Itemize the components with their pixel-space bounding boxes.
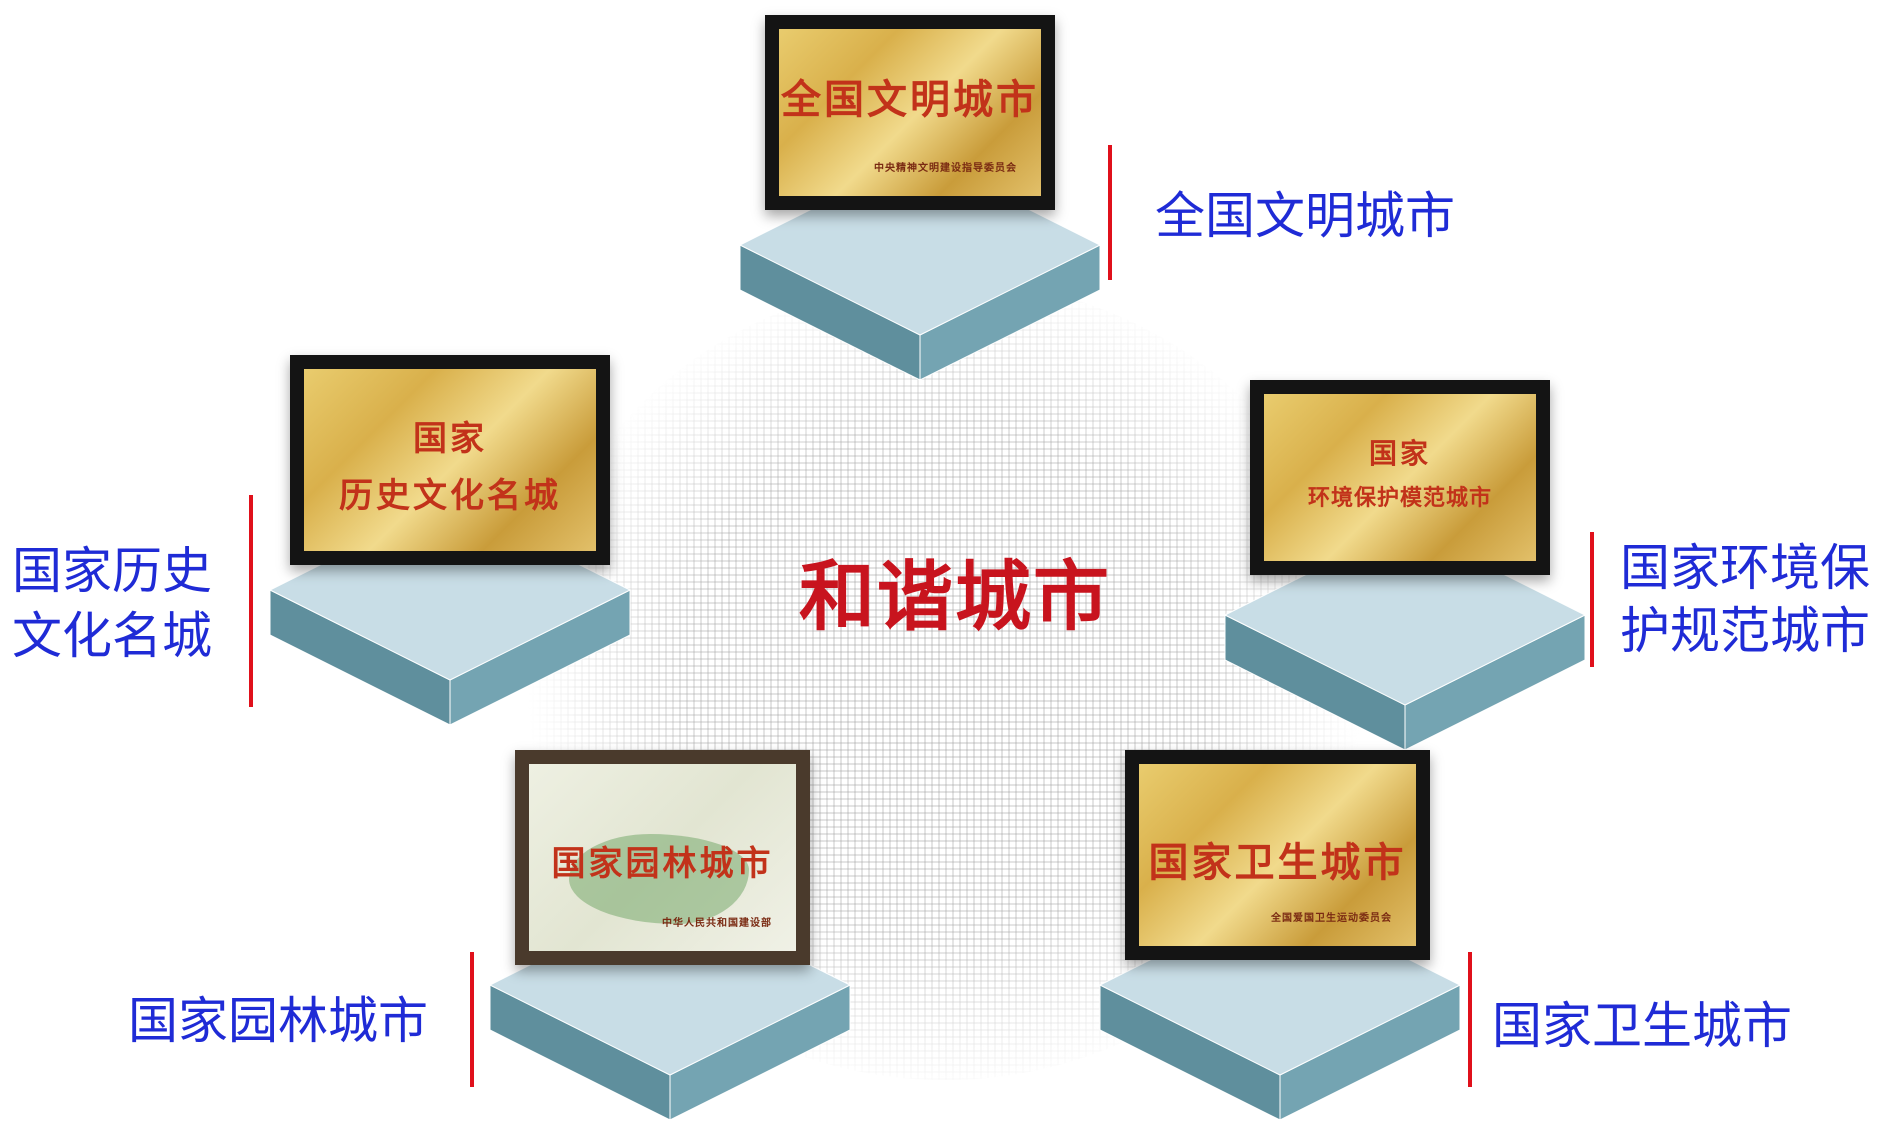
center-title: 和谐城市 — [799, 552, 1111, 641]
plaque: 全国文明城市 中央精神文明建设指导委员会 — [765, 15, 1055, 210]
plaque-issuer: 中华人民共和国建设部 — [662, 918, 772, 929]
label-divider — [1108, 145, 1112, 280]
label-garden-city: 国家园林城市 — [128, 992, 428, 1050]
plaque-title-line2: 历史文化名城 — [339, 476, 561, 516]
plaque: 国家卫生城市 全国爱国卫生运动委员会 — [1125, 750, 1430, 960]
label-divider — [249, 495, 253, 707]
label-health-city: 国家卫生城市 — [1492, 997, 1792, 1055]
label-environment-city-line1: 国家环境保 — [1620, 539, 1870, 597]
plaque-title-line1: 国家 — [413, 419, 487, 459]
label-environment-city-line2: 护规范城市 — [1620, 602, 1870, 660]
label-divider — [1468, 952, 1472, 1087]
plaque-title: 国家园林城市 — [551, 844, 774, 884]
plaque-face: 国家卫生城市 全国爱国卫生运动委员会 — [1139, 764, 1416, 946]
plaque-issuer: 中央精神文明建设指导委员会 — [874, 163, 1017, 174]
label-historic-city-line1: 国家历史 — [12, 542, 212, 600]
plaque: 国家 环境保护模范城市 — [1250, 380, 1550, 575]
label-historic-city-line2: 文化名城 — [12, 607, 212, 665]
label-divider — [470, 952, 474, 1087]
plaque: 国家园林城市 中华人民共和国建设部 — [515, 750, 810, 965]
plaque-face: 全国文明城市 中央精神文明建设指导委员会 — [779, 29, 1041, 196]
label-divider — [1590, 532, 1594, 667]
plaque-title: 国家卫生城市 — [1148, 839, 1407, 886]
plaque-face: 国家园林城市 中华人民共和国建设部 — [529, 764, 796, 951]
plaque: 国家 历史文化名城 — [290, 355, 610, 565]
map-illustration — [569, 834, 749, 924]
label-civilized-city: 全国文明城市 — [1155, 187, 1455, 245]
plaque-title-line2: 环境保护模范城市 — [1307, 485, 1492, 511]
plaque-face: 国家 环境保护模范城市 — [1264, 394, 1536, 561]
plaque-issuer: 全国爱国卫生运动委员会 — [1271, 913, 1392, 924]
plaque-face: 国家 历史文化名城 — [304, 369, 596, 551]
plaque-title: 全国文明城市 — [781, 76, 1039, 123]
plaque-title-line1: 国家 — [1368, 437, 1431, 470]
